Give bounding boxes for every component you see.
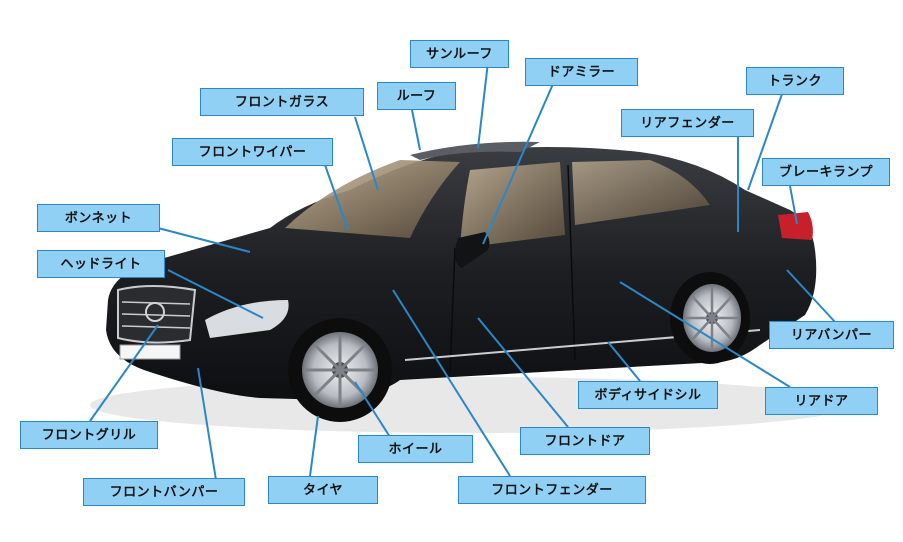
label-front-fender: フロントフェンダー: [458, 476, 646, 504]
rear-wheel-shape: [670, 272, 750, 364]
label-brake-lamp: ブレーキランプ: [762, 158, 890, 186]
headlight-shape: [205, 300, 289, 338]
label-tire: タイヤ: [268, 476, 378, 504]
label-body-side-sill: ボディサイドシル: [578, 381, 718, 409]
mirror-shape: [454, 232, 490, 268]
label-sunroof: サンルーフ: [410, 40, 509, 68]
label-front-glass: フロントガラス: [200, 88, 364, 116]
label-front-bumper: フロントバンパー: [83, 478, 245, 506]
label-trunk: トランク: [746, 67, 844, 95]
license-plate-shape: [119, 344, 181, 360]
label-bonnet: ボンネット: [37, 204, 160, 232]
label-front-grille: フロントグリル: [20, 421, 158, 449]
label-rear-fender: リアフェンダー: [621, 109, 754, 137]
label-rear-door: リアドア: [765, 387, 878, 415]
label-roof: ルーフ: [377, 82, 456, 110]
label-wheel: ホイール: [358, 435, 473, 463]
front-wheel-shape: [288, 318, 392, 422]
label-rear-bumper: リアバンパー: [769, 321, 894, 349]
brake-lamp-shape: [778, 212, 813, 240]
label-headlight: ヘッドライト: [37, 250, 165, 278]
rear-side-window-shape: [572, 160, 710, 225]
label-door-mirror: ドアミラー: [525, 58, 638, 86]
label-front-door: フロントドア: [520, 427, 650, 455]
label-front-wiper: フロントワイパー: [172, 138, 333, 166]
